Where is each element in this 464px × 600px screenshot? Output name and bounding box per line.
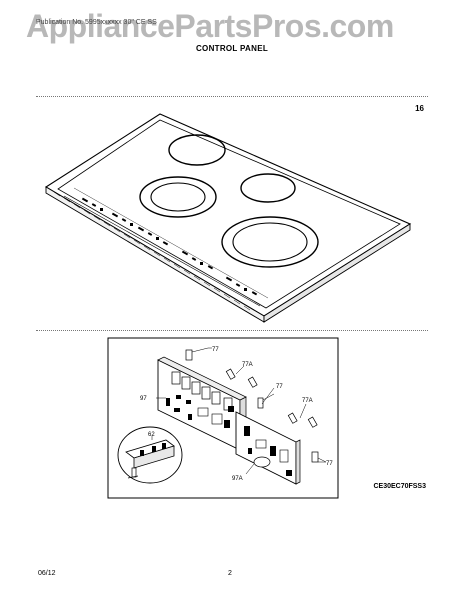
footer-page-number: 2 bbox=[228, 570, 232, 577]
callout-77-bottom: 77 bbox=[326, 461, 333, 467]
secondary-control-board bbox=[235, 411, 301, 485]
callout-97: 97 bbox=[140, 396, 147, 402]
watermark: AppliancePartsPros.com bbox=[26, 8, 394, 44]
top-divider bbox=[36, 96, 428, 97]
middle-divider bbox=[36, 330, 428, 331]
callout-77a-left: 77A bbox=[242, 362, 253, 368]
standoff-right bbox=[287, 412, 318, 428]
model-number: CE30EC70FSS3 bbox=[373, 483, 426, 490]
bracket-inset bbox=[117, 426, 183, 484]
standoff-mid bbox=[257, 393, 275, 409]
cooktop-inner-border bbox=[57, 119, 401, 309]
callout-77-mid: 77 bbox=[276, 384, 283, 390]
callout-62: 62 bbox=[148, 432, 155, 438]
control-panel-keys bbox=[81, 197, 258, 296]
cooktop-illustration bbox=[44, 113, 412, 323]
detail-frame bbox=[107, 337, 339, 499]
figure-number: 16 bbox=[415, 104, 424, 113]
callout-77a-right: 77A bbox=[302, 398, 313, 404]
burner-rear-right bbox=[240, 173, 296, 203]
callout-97a: 97A bbox=[232, 476, 243, 482]
publication-header: Publication No. 5995xxxxxx 30" CE SS bbox=[36, 19, 157, 26]
callout-77-top: 77 bbox=[212, 347, 219, 353]
burner-front-right bbox=[221, 216, 319, 268]
page-title: CONTROL PANEL bbox=[195, 44, 269, 53]
footer-date: 06/12 bbox=[38, 570, 56, 577]
burner-rear-left bbox=[168, 134, 226, 166]
cooktop-right-edge bbox=[263, 223, 411, 323]
main-control-board bbox=[157, 356, 247, 451]
standoff-top bbox=[185, 347, 209, 361]
burner-front-left bbox=[139, 176, 217, 218]
standoff-left bbox=[225, 368, 258, 388]
front-edge-vents bbox=[53, 191, 251, 311]
standoff-bottom bbox=[311, 451, 327, 463]
